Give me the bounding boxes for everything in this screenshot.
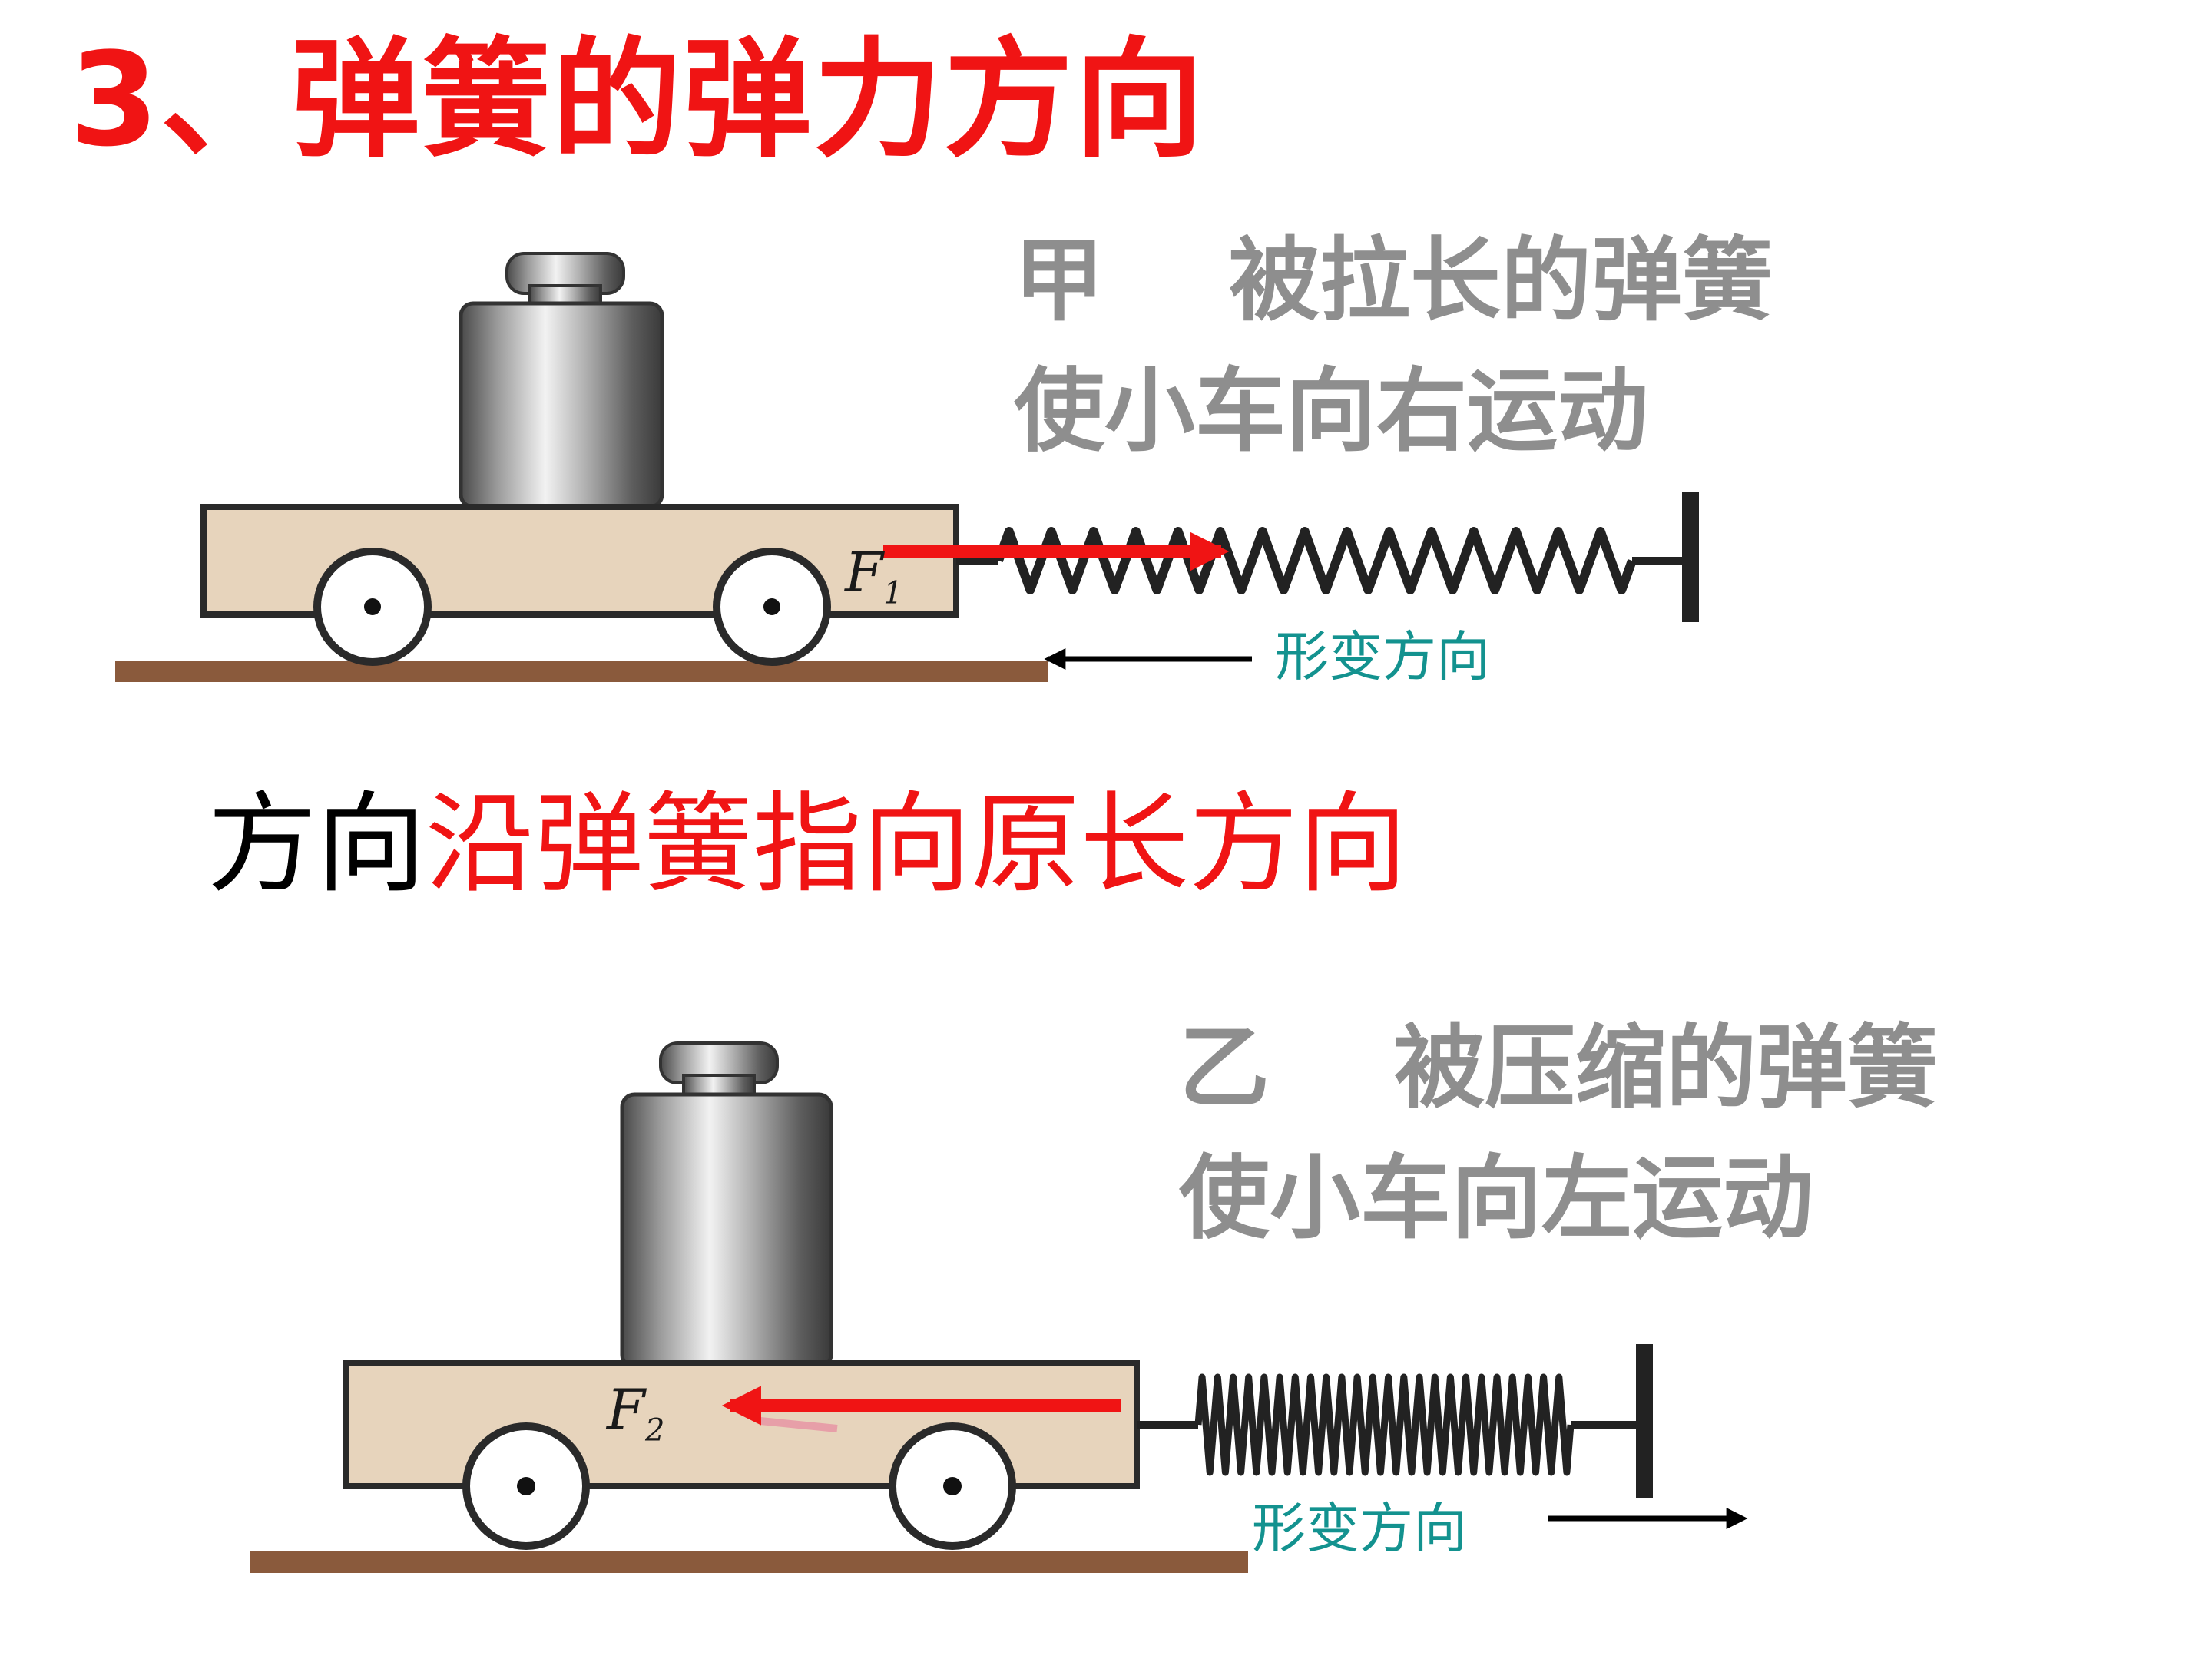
force-label-f1: F1	[845, 541, 902, 624]
weight-top	[459, 252, 664, 509]
scene-stretched-spring	[115, 252, 1699, 682]
wall-bottom	[1636, 1344, 1653, 1498]
force-label-f2: F2	[607, 1379, 664, 1461]
weight-bottom	[620, 1041, 833, 1369]
wheel-bottom-right	[889, 1422, 1016, 1550]
wheel-bottom-left	[462, 1422, 590, 1550]
cart-top	[200, 504, 959, 618]
ground-bottom	[250, 1551, 1248, 1573]
wheel-top-right	[713, 548, 831, 666]
caption-line1-jia: 被拉长的弹簧	[1229, 227, 1773, 333]
force-letter-f2: F	[607, 1377, 645, 1442]
scene-compressed-spring	[250, 1041, 1748, 1573]
wall-top	[1682, 492, 1699, 622]
cart-bottom	[343, 1360, 1140, 1489]
conclusion-statement: 方向沿弹簧指向原长方向	[207, 776, 1407, 914]
wheel-top-left	[313, 548, 432, 666]
force-sub-f2: 2	[644, 1412, 665, 1449]
caption-line2-yi: 使小车向左运动	[1179, 1145, 1814, 1251]
statement-highlight: 沿弹簧指向原长方向	[426, 781, 1407, 908]
force-letter-f1: F	[845, 540, 883, 604]
force-sub-f1: 1	[882, 575, 903, 611]
spring-stretched	[994, 527, 1637, 594]
statement-prefix: 方向	[207, 781, 426, 908]
spring-compressed	[1194, 1373, 1575, 1476]
caption-stretched: 甲 被拉长的弹簧 使小车向右运动	[1014, 215, 1773, 476]
ground-top	[115, 661, 1048, 682]
caption-compressed: 乙 被压缩的弹簧 使小车向左运动	[1179, 1002, 1938, 1263]
deform-label-top: 形变方向	[1275, 625, 1490, 688]
caption-line1-yi: 被压缩的弹簧	[1394, 1015, 1939, 1121]
caption-tag-jia: 甲	[1014, 227, 1105, 333]
deform-label-bottom: 形变方向	[1252, 1497, 1467, 1560]
page-title: 3、弹簧的弹力方向	[69, 25, 1205, 175]
caption-tag-yi: 乙	[1179, 1015, 1270, 1121]
caption-line2-jia: 使小车向右运动	[1014, 358, 1649, 464]
